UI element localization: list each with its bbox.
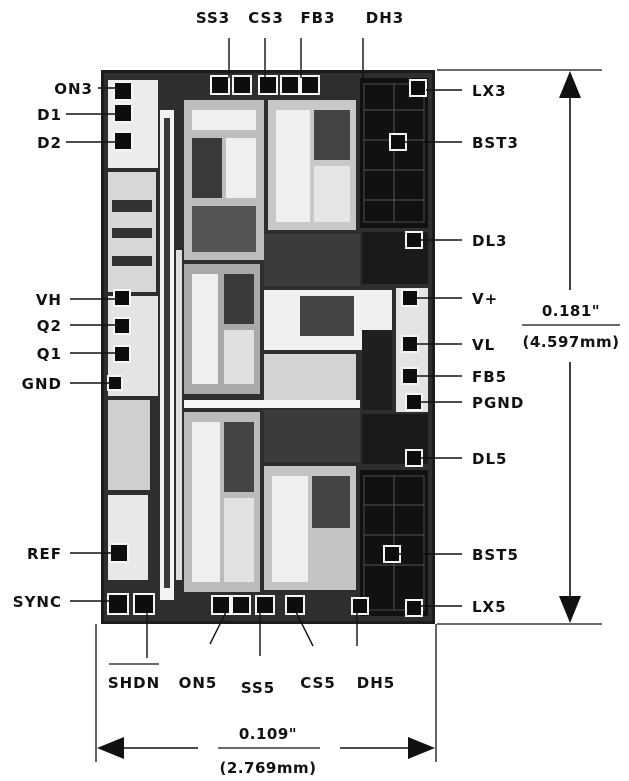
pin-vl: VL — [472, 336, 495, 354]
leader-lines — [66, 38, 462, 658]
pin-bst5: BST5 — [472, 546, 519, 564]
pin-d2: D2 — [37, 134, 62, 152]
pin-pgnd: PGND — [472, 394, 524, 412]
pin-d1: D1 — [37, 106, 62, 124]
pin-vplus: V+ — [472, 290, 498, 308]
arrow-right-icon — [408, 737, 435, 759]
pin-fb5: FB5 — [472, 368, 507, 386]
pin-ss5: SS5 — [241, 679, 275, 697]
power-fet-lower — [360, 470, 428, 616]
bottom-pin-labels: SHDN ON5 SS5 CS5 DH5 — [108, 663, 395, 697]
pin-cs5: CS5 — [300, 674, 336, 692]
right-pin-labels: LX3 BST3 DL3 V+ VL FB5 PGND DL5 BST5 LX5 — [472, 82, 524, 616]
pin-on3: ON3 — [54, 80, 93, 98]
height-mm: (4.597mm) — [523, 333, 620, 351]
chip-die — [101, 70, 435, 624]
pin-on5: ON5 — [179, 674, 218, 692]
pin-cs3: CS3 — [248, 9, 284, 27]
pin-q1: Q1 — [37, 345, 62, 363]
pin-lx3: LX3 — [472, 82, 507, 100]
arrow-up-icon — [559, 71, 581, 98]
width-mm: (2.769mm) — [220, 759, 317, 777]
pin-dh5: DH5 — [357, 674, 395, 692]
pin-lx5: LX5 — [472, 598, 507, 616]
bond-pads — [107, 75, 427, 617]
pin-sync: SYNC — [13, 593, 62, 611]
left-pin-labels: ON3 D1 D2 VH Q2 Q1 GND REF SYNC — [13, 80, 93, 611]
height-dimension: 0.181" (4.597mm) — [437, 69, 620, 625]
pin-gnd: GND — [22, 375, 62, 393]
pin-fb3: FB3 — [300, 9, 335, 27]
top-pin-labels: SS3 CS3 FB3 DH3 — [196, 9, 404, 27]
pin-dl5: DL5 — [472, 450, 507, 468]
arrow-down-icon — [559, 596, 581, 623]
power-fet-upper — [360, 78, 428, 228]
pin-dl3: DL3 — [472, 232, 507, 250]
pin-shdn: SHDN — [108, 674, 160, 692]
arrow-left-icon — [97, 737, 124, 759]
height-inch: 0.181" — [542, 302, 600, 320]
pin-q2: Q2 — [37, 317, 62, 335]
width-inch: 0.109" — [239, 725, 297, 743]
pin-vh: VH — [36, 291, 62, 309]
pin-dh3: DH3 — [366, 9, 404, 27]
pin-ref: REF — [27, 545, 62, 563]
width-dimension: 0.109" (2.769mm) — [95, 624, 437, 777]
pin-bst3: BST3 — [472, 134, 519, 152]
pin-ss3: SS3 — [196, 9, 230, 27]
